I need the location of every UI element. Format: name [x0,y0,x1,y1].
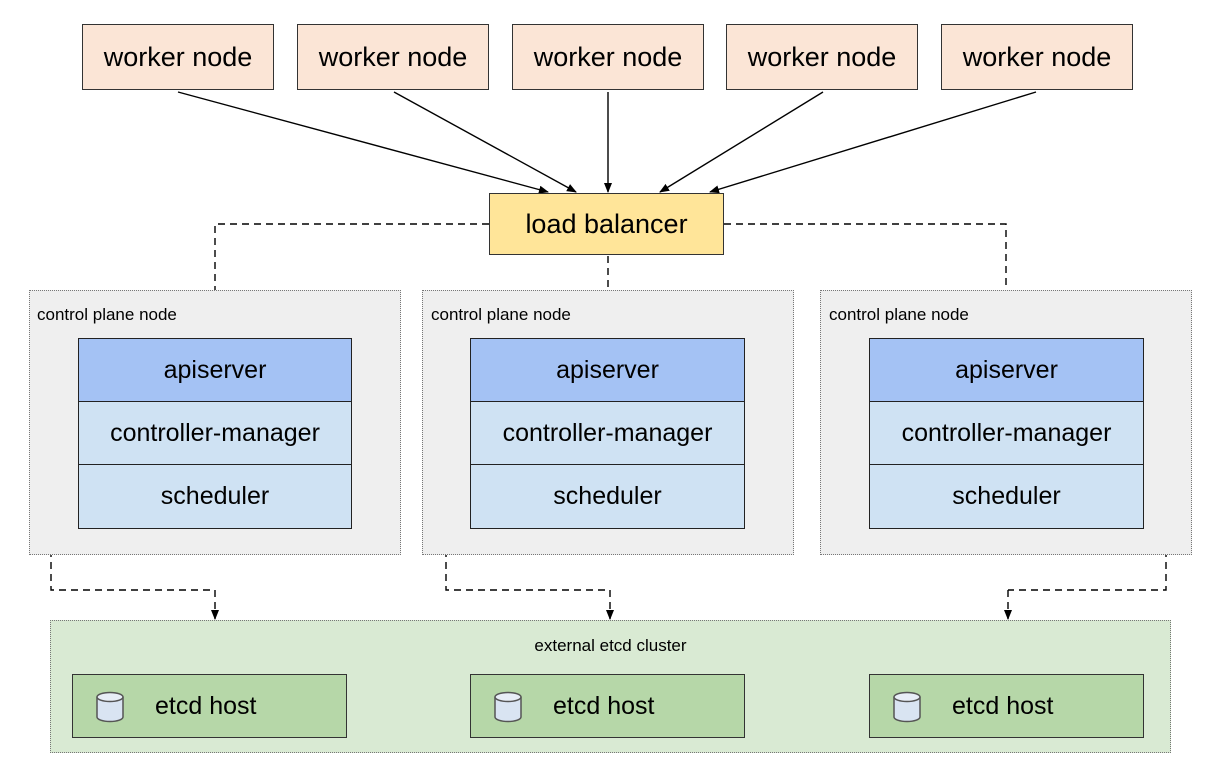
etcd-cluster-label: external etcd cluster [534,636,687,655]
etcd-host-3: etcd host [869,674,1144,738]
worker-node-1: worker node [82,24,274,90]
apiserver-box: apiserver [870,339,1143,402]
controller-manager-box: controller-manager [471,402,744,465]
worker-node-2: worker node [297,24,489,90]
etcd-host-label: etcd host [155,691,257,720]
controller-manager-box: controller-manager [870,402,1143,465]
control-plane-components-2: apiserver controller-manager scheduler [470,338,745,529]
scheduler-box: scheduler [870,465,1143,528]
scheduler-box: scheduler [79,465,351,528]
lb-to-apiserver-3-line [724,223,1007,338]
apiserver-box: apiserver [79,339,351,402]
control-plane-components-1: apiserver controller-manager scheduler [78,338,352,529]
control-plane-label-2: control plane node [431,305,571,324]
control-plane-components-3: apiserver controller-manager scheduler [869,338,1144,529]
controller-manager-box: controller-manager [79,402,351,465]
database-icon [893,691,921,723]
etcd-host-label: etcd host [952,691,1054,720]
worker-node-3: worker node [512,24,704,90]
etcd-host-2: etcd host [470,674,745,738]
worker-1-to-lb-arrow [177,91,549,194]
database-icon [494,691,522,723]
apiserver-box: apiserver [471,339,744,402]
control-plane-label-1: control plane node [37,305,177,324]
worker-4-to-lb-arrow [659,91,824,193]
scheduler-box: scheduler [471,465,744,528]
worker-node-4: worker node [726,24,918,90]
worker-5-to-lb-arrow [709,91,1037,194]
load-balancer: load balancer [489,193,724,255]
control-plane-label-3: control plane node [829,305,969,324]
etcd-host-label: etcd host [553,691,655,720]
etcd-host-1: etcd host [72,674,347,738]
worker-2-to-lb-arrow [393,91,577,193]
worker-node-5: worker node [941,24,1133,90]
database-icon [96,691,124,723]
